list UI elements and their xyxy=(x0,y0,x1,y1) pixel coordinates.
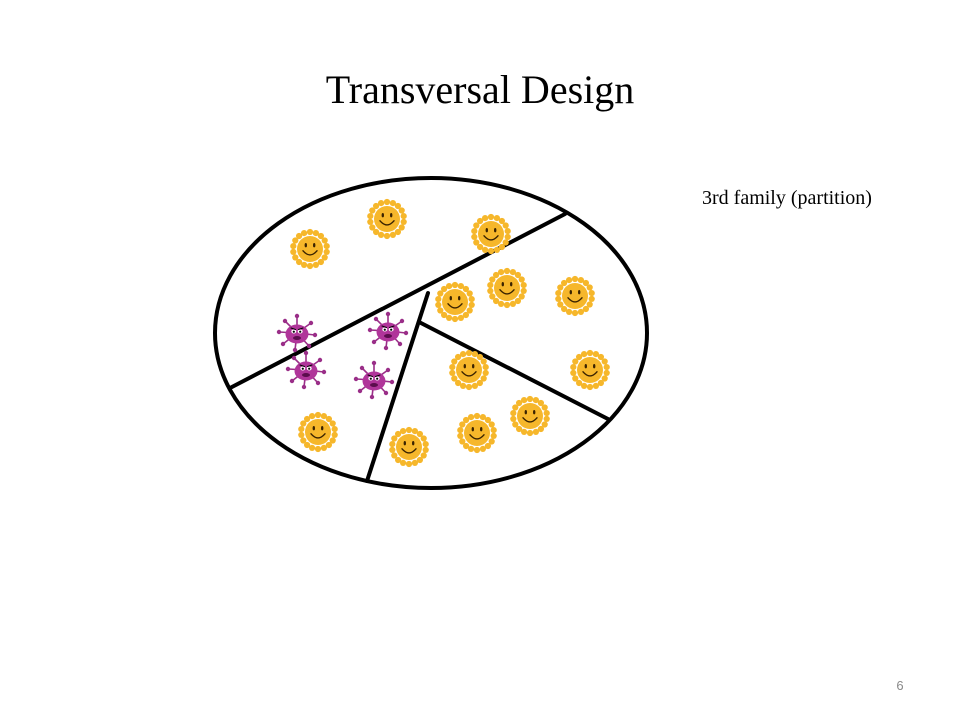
virus-germ-icon xyxy=(352,359,396,401)
partition-line-main xyxy=(228,212,567,390)
smiley-sun-icon xyxy=(554,275,596,317)
partition-label: 3rd family (partition) xyxy=(702,187,872,209)
virus-germ-icon xyxy=(275,312,319,354)
partition-line-lower-right xyxy=(417,320,610,421)
virus-germ-icon xyxy=(366,310,410,352)
smiley-sun-icon xyxy=(289,228,331,270)
smiley-sun-icon xyxy=(470,213,512,255)
smiley-sun-icon xyxy=(569,349,611,391)
page-number: 6 xyxy=(896,678,904,693)
smiley-sun-icon xyxy=(297,411,339,453)
partition-line-lower-left xyxy=(365,291,430,483)
page-title: Transversal Design xyxy=(325,67,635,112)
smiley-sun-icon xyxy=(486,267,528,309)
smiley-sun-icon xyxy=(366,198,408,240)
population-ellipse xyxy=(213,176,649,490)
smiley-sun-icon xyxy=(456,412,498,454)
smiley-sun-icon xyxy=(509,395,551,437)
smiley-sun-icon xyxy=(388,426,430,468)
smiley-sun-icon xyxy=(434,281,476,323)
